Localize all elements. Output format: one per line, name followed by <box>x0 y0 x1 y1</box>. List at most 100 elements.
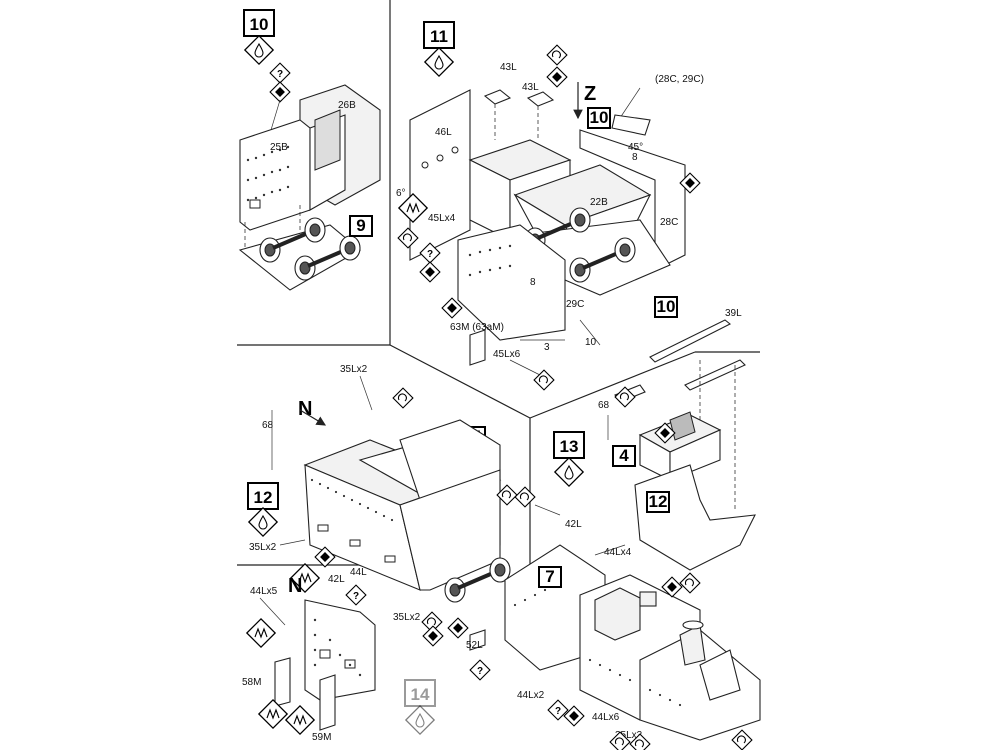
step-11-number: 11 <box>430 27 448 46</box>
curl-icon <box>533 369 555 391</box>
curl-icon <box>392 387 414 409</box>
step-13-number: 13 <box>560 437 579 456</box>
callout-12: 12 <box>646 491 670 513</box>
label-39L: 39L <box>725 308 742 319</box>
label-42L-b: 42L <box>565 519 582 530</box>
dim-angle-45: 45° <box>628 142 643 153</box>
label-35Lx3: 35Lx3 <box>615 730 643 741</box>
callout-10: 10 <box>654 296 678 318</box>
dim-10: 10 <box>585 337 597 348</box>
step-13-panel: 39L 68 4 13 12 <box>553 308 756 571</box>
glue-drop-icon <box>244 35 274 65</box>
label-44Lx2: 44Lx2 <box>517 690 545 701</box>
locomotive-drawing <box>504 544 761 741</box>
label-44Lx5: 44Lx5 <box>250 586 278 597</box>
view-z-marker: Z <box>584 83 596 105</box>
curl-icon <box>514 486 536 508</box>
glue-drop-icon <box>424 47 454 77</box>
dim-8-a: 8 <box>632 152 638 163</box>
wagon-body-drawing <box>303 419 512 604</box>
label-26B: 26B <box>338 100 356 111</box>
fold-icon <box>285 705 315 735</box>
label-22B: 22B <box>590 197 608 208</box>
label-44L: 44L <box>350 567 367 578</box>
curl-icon <box>546 44 568 66</box>
label-35Lx2-b: 35Lx2 <box>249 542 277 553</box>
callout-10-box <box>654 296 678 318</box>
label-52L: 52L <box>466 640 483 651</box>
step-14-number: 14 <box>411 685 430 704</box>
label-28C: 28C <box>660 217 678 228</box>
callout-10-text: 10 <box>657 297 676 316</box>
callout-4-box <box>612 445 636 467</box>
callout-9-text: 9 <box>356 216 365 235</box>
label-58M: 58M <box>242 677 261 688</box>
callout-12-box <box>646 491 670 513</box>
step-14-panel: 44Lx4 7 52L <box>404 544 761 755</box>
glue-drop-icon <box>248 507 278 537</box>
label-42L-a: 42L <box>328 574 345 585</box>
question-icon <box>345 584 367 606</box>
step-13-marker: 13 <box>553 431 585 487</box>
view-n-marker-2: N <box>288 575 302 597</box>
callout-4: 4 <box>612 445 636 467</box>
label-25B: 25B <box>270 142 288 153</box>
label-44Lx6: 44Lx6 <box>592 712 620 723</box>
callout-12-text: 12 <box>649 492 668 511</box>
label-43L-a: 43L <box>500 62 517 73</box>
glue-drop-icon <box>554 457 584 487</box>
chassis-9-drawing <box>238 216 362 291</box>
label-44Lx4: 44Lx4 <box>604 547 632 558</box>
callout-z-10: 10 <box>587 107 611 129</box>
glue-drop-icon <box>405 705 435 735</box>
fill-marker-icon <box>419 261 441 283</box>
step-14-box <box>404 679 436 707</box>
dim-3: 3 <box>544 342 550 353</box>
step-10-marker: 10 <box>243 9 275 65</box>
callout-4-text: 4 <box>619 446 629 465</box>
label-46L: 46L <box>435 127 452 138</box>
question-icon <box>469 659 491 681</box>
part-25B-26B-drawing: 25B 26B <box>239 84 381 231</box>
label-35Lx2-c: 35Lx2 <box>393 612 421 623</box>
fill-marker-icon <box>422 625 444 647</box>
step-10-panel: 10 25B 26B <box>238 9 381 291</box>
step-12-number: 12 <box>254 488 273 507</box>
label-63M: 63M (63aM) <box>450 322 504 333</box>
dim-8-b: 8 <box>530 277 536 288</box>
curl-icon <box>679 572 701 594</box>
step-10-number: 10 <box>250 15 269 34</box>
callout-7: 7 <box>538 566 562 588</box>
step-11-marker: 11 <box>423 21 455 77</box>
callout-z-10-text: 10 <box>590 108 609 127</box>
dim-angle-6: 6° <box>396 188 406 199</box>
callout-9: 9 <box>349 215 373 237</box>
label-43L-b: 43L <box>522 82 539 93</box>
fold-icon <box>246 618 276 648</box>
dim-68-b: 68 <box>598 400 610 411</box>
step-14-marker: 14 <box>404 679 436 735</box>
label-35Lx2-a: 35Lx2 <box>340 364 368 375</box>
step-11-panel: 11 43L 43L Z 46L 6° 45Lx4 <box>396 21 704 391</box>
detail-n-panel: N 44Lx5 58M 59M <box>242 575 376 743</box>
curl-icon <box>731 729 753 751</box>
fill-marker-icon <box>447 617 469 639</box>
callout-9-box <box>349 215 373 237</box>
fill-marker-icon <box>269 81 291 103</box>
callout-7-box <box>538 566 562 588</box>
dim-68-a: 68 <box>262 420 274 431</box>
label-29C: 29C <box>566 299 584 310</box>
step-12-marker: 12 <box>247 482 279 537</box>
question-icon <box>269 62 291 84</box>
label-59M: 59M <box>312 732 331 743</box>
label-45Lx4: 45Lx4 <box>428 213 456 224</box>
label-45Lx6: 45Lx6 <box>493 349 521 360</box>
label-28C-29C: (28C, 29C) <box>655 74 704 85</box>
view-n-marker-1: N <box>298 398 312 420</box>
fill-marker-icon <box>546 66 568 88</box>
callout-7-text: 7 <box>545 567 554 586</box>
step-12-panel: N 68 35Lx2 11 <box>247 364 582 647</box>
callout-z-10-box <box>587 107 611 129</box>
